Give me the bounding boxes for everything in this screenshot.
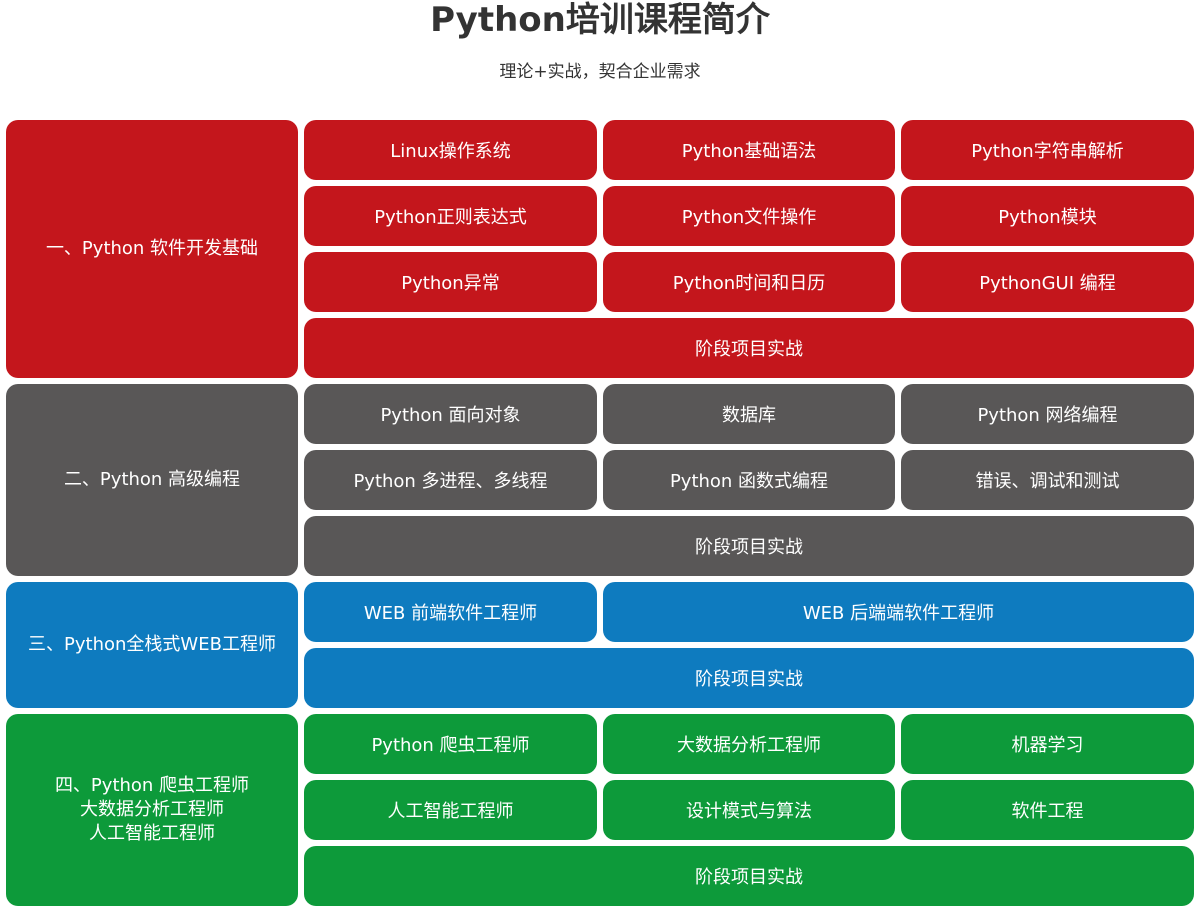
course-cell[interactable]: 软件工程 — [901, 780, 1194, 840]
course-cell[interactable]: 错误、调试和测试 — [901, 450, 1194, 510]
course-cell[interactable]: WEB 前端软件工程师 — [304, 582, 597, 642]
section-label-lines: 三、Python全栈式WEB工程师 — [28, 633, 276, 657]
section-label-lines: 四、Python 爬虫工程师大数据分析工程师人工智能工程师 — [55, 774, 249, 846]
course-cell[interactable]: Python 面向对象 — [304, 384, 597, 444]
course-cell[interactable]: Python 网络编程 — [901, 384, 1194, 444]
section-label-line: 大数据分析工程师 — [80, 799, 224, 820]
stage-project-cell[interactable]: 阶段项目实战 — [304, 318, 1194, 378]
course-cell[interactable]: Linux操作系统 — [304, 120, 597, 180]
course-cell[interactable]: 人工智能工程师 — [304, 780, 597, 840]
course-cell[interactable]: Python时间和日历 — [603, 252, 895, 312]
course-cell[interactable]: 大数据分析工程师 — [603, 714, 895, 774]
section-label[interactable]: 四、Python 爬虫工程师大数据分析工程师人工智能工程师 — [6, 714, 298, 906]
section-label-line: 一、Python 软件开发基础 — [45, 238, 259, 259]
course-cell[interactable]: Python 爬虫工程师 — [304, 714, 597, 774]
course-cell[interactable]: WEB 后端端软件工程师 — [603, 582, 1194, 642]
page-title: Python培训课程简介 — [430, 0, 770, 40]
course-cell[interactable]: Python文件操作 — [603, 186, 895, 246]
stage-project-cell[interactable]: 阶段项目实战 — [304, 648, 1194, 708]
course-cell[interactable]: Python正则表达式 — [304, 186, 597, 246]
course-cell[interactable]: Python模块 — [901, 186, 1194, 246]
stage-project-cell[interactable]: 阶段项目实战 — [304, 516, 1194, 576]
course-cell[interactable]: 机器学习 — [901, 714, 1194, 774]
section-label-line: 四、Python 爬虫工程师 — [54, 775, 250, 796]
course-cell[interactable]: Python 函数式编程 — [603, 450, 895, 510]
course-cell[interactable]: Python字符串解析 — [901, 120, 1194, 180]
section-course-grid: Python 爬虫工程师大数据分析工程师机器学习人工智能工程师设计模式与算法软件… — [304, 714, 1194, 906]
stage-project-cell[interactable]: 阶段项目实战 — [304, 846, 1194, 906]
section-label[interactable]: 三、Python全栈式WEB工程师 — [6, 582, 298, 708]
course-cell[interactable]: PythonGUI 编程 — [901, 252, 1194, 312]
section-label-lines: 二、Python 高级编程 — [64, 468, 240, 492]
section-label-lines: 一、Python 软件开发基础 — [46, 237, 258, 261]
section-label[interactable]: 二、Python 高级编程 — [6, 384, 298, 576]
section-label-line: 人工智能工程师 — [89, 823, 215, 844]
page-subtitle: 理论+实战，契合企业需求 — [499, 62, 701, 82]
course-cell[interactable]: 数据库 — [603, 384, 895, 444]
section-label-line: 三、Python全栈式WEB工程师 — [28, 634, 276, 655]
section-label-line: 二、Python 高级编程 — [63, 469, 241, 490]
course-cell[interactable]: Python 多进程、多线程 — [304, 450, 597, 510]
course-cell[interactable]: Python异常 — [304, 252, 597, 312]
section-label[interactable]: 一、Python 软件开发基础 — [6, 120, 298, 378]
course-cell[interactable]: Python基础语法 — [603, 120, 895, 180]
course-cell[interactable]: 设计模式与算法 — [603, 780, 895, 840]
